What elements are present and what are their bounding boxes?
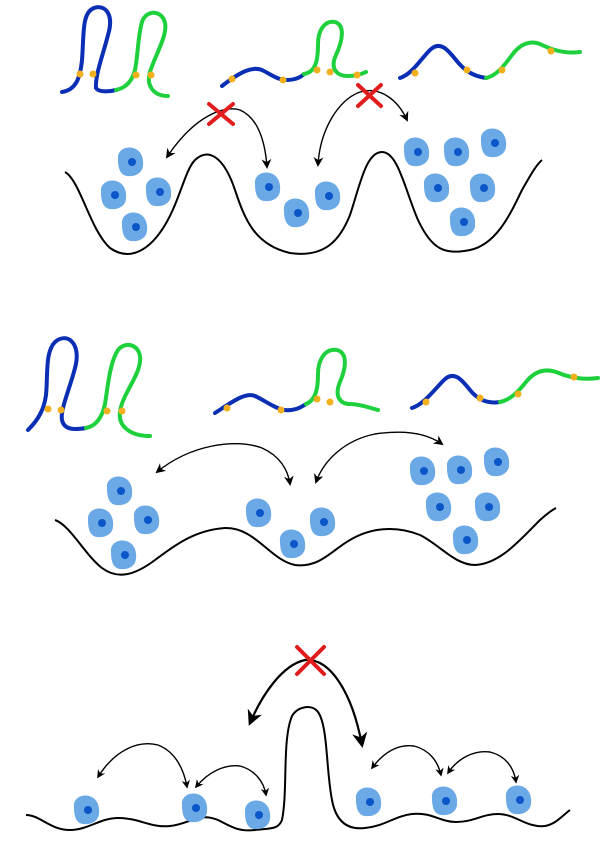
chromatin-condensed-top	[60, 5, 170, 98]
panel-bottom	[25, 645, 571, 832]
cell	[403, 137, 430, 167]
transition-arrow-blocked-bottom	[247, 658, 368, 749]
cell	[145, 177, 172, 207]
cell	[100, 180, 127, 210]
landscape-line-top	[64, 150, 543, 255]
cell	[446, 455, 473, 485]
transition-arrow-left-middle	[155, 442, 294, 486]
landscape-line-bottom	[25, 706, 571, 832]
cell	[110, 540, 137, 570]
chromatin-open-top	[398, 40, 582, 80]
cell	[314, 181, 341, 211]
cell	[254, 172, 281, 202]
chromatin-open-middle	[410, 368, 600, 410]
chromatin-partial-middle	[213, 347, 380, 415]
cell	[309, 507, 336, 537]
blocked-transition-icon-right-top	[356, 83, 383, 108]
blocked-transition-icon-bottom	[295, 645, 326, 676]
cell	[474, 492, 501, 522]
panel-top	[60, 5, 582, 255]
cell	[244, 800, 271, 830]
cell	[121, 212, 148, 242]
panel-middle	[26, 336, 600, 576]
cell	[505, 785, 532, 815]
cell	[106, 476, 133, 506]
cell	[469, 173, 496, 203]
transition-arrow-small-1	[97, 743, 190, 789]
cell	[449, 207, 476, 237]
transition-arrow-right-top	[313, 90, 409, 167]
cell	[355, 787, 382, 817]
cell	[283, 198, 310, 228]
transition-arrow-right-middle	[314, 431, 444, 484]
cell	[452, 525, 479, 555]
cell	[483, 447, 510, 477]
transition-arrow-small-3	[370, 745, 444, 777]
blocked-transition-icon-left-top	[207, 102, 235, 126]
transition-arrow-small-2	[194, 765, 270, 797]
cell	[245, 498, 272, 528]
transition-arrow-small-4	[447, 751, 520, 784]
cell	[181, 793, 208, 823]
cell	[443, 137, 470, 167]
cell	[425, 492, 452, 522]
transition-arrow-left-top	[165, 108, 272, 169]
cell	[73, 795, 100, 825]
cell	[480, 128, 507, 158]
cell	[409, 456, 436, 486]
cell	[87, 508, 114, 538]
landscape-line-middle	[54, 507, 557, 576]
cell	[133, 505, 160, 535]
cell	[279, 529, 306, 559]
cell	[431, 786, 458, 816]
cell	[117, 147, 144, 177]
chromatin-condensed-middle	[26, 336, 152, 438]
cell	[423, 173, 450, 203]
chromatin-partial-top	[220, 19, 368, 88]
